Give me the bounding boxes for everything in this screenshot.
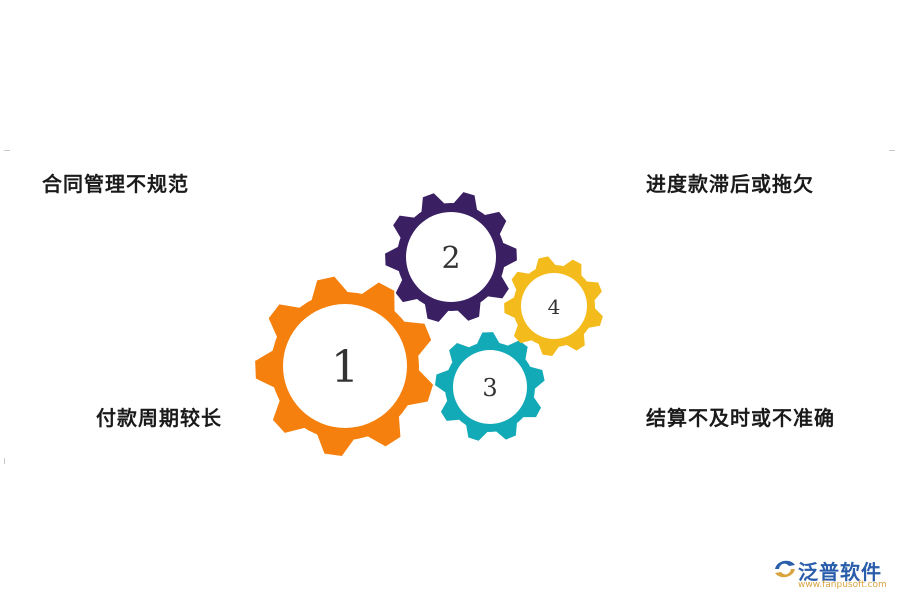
label-settlement: 结算不及时或不准确 — [646, 406, 835, 430]
gear-icon — [255, 276, 434, 456]
gear-number: 2 — [441, 241, 460, 276]
brand-logo: 泛普软件 www.fanpusoft.com — [772, 556, 892, 596]
corner-tick-top-left — [4, 150, 10, 151]
logo-url: www.fanpusoft.com — [798, 580, 887, 590]
label-progress-payment: 进度款滞后或拖欠 — [646, 172, 814, 196]
gear-icon — [504, 256, 603, 356]
gear-icon — [385, 192, 517, 322]
label-contract-management: 合同管理不规范 — [42, 172, 189, 196]
gear-number: 4 — [548, 295, 561, 319]
gear-number: 3 — [482, 374, 497, 402]
gear-2: 2 — [385, 192, 517, 322]
logo-name: 泛普软件 — [798, 560, 882, 584]
logo-mark-icon — [775, 560, 795, 578]
gear-1: 1 — [255, 276, 434, 456]
gear-4: 4 — [504, 256, 603, 356]
gear-3: 3 — [435, 332, 545, 441]
gear-icon — [435, 332, 545, 441]
gear-number: 1 — [331, 342, 359, 393]
label-payment-cycle: 付款周期较长 — [96, 406, 222, 430]
corner-tick-bottom-left — [4, 458, 5, 464]
corner-tick-top-right — [889, 150, 895, 151]
